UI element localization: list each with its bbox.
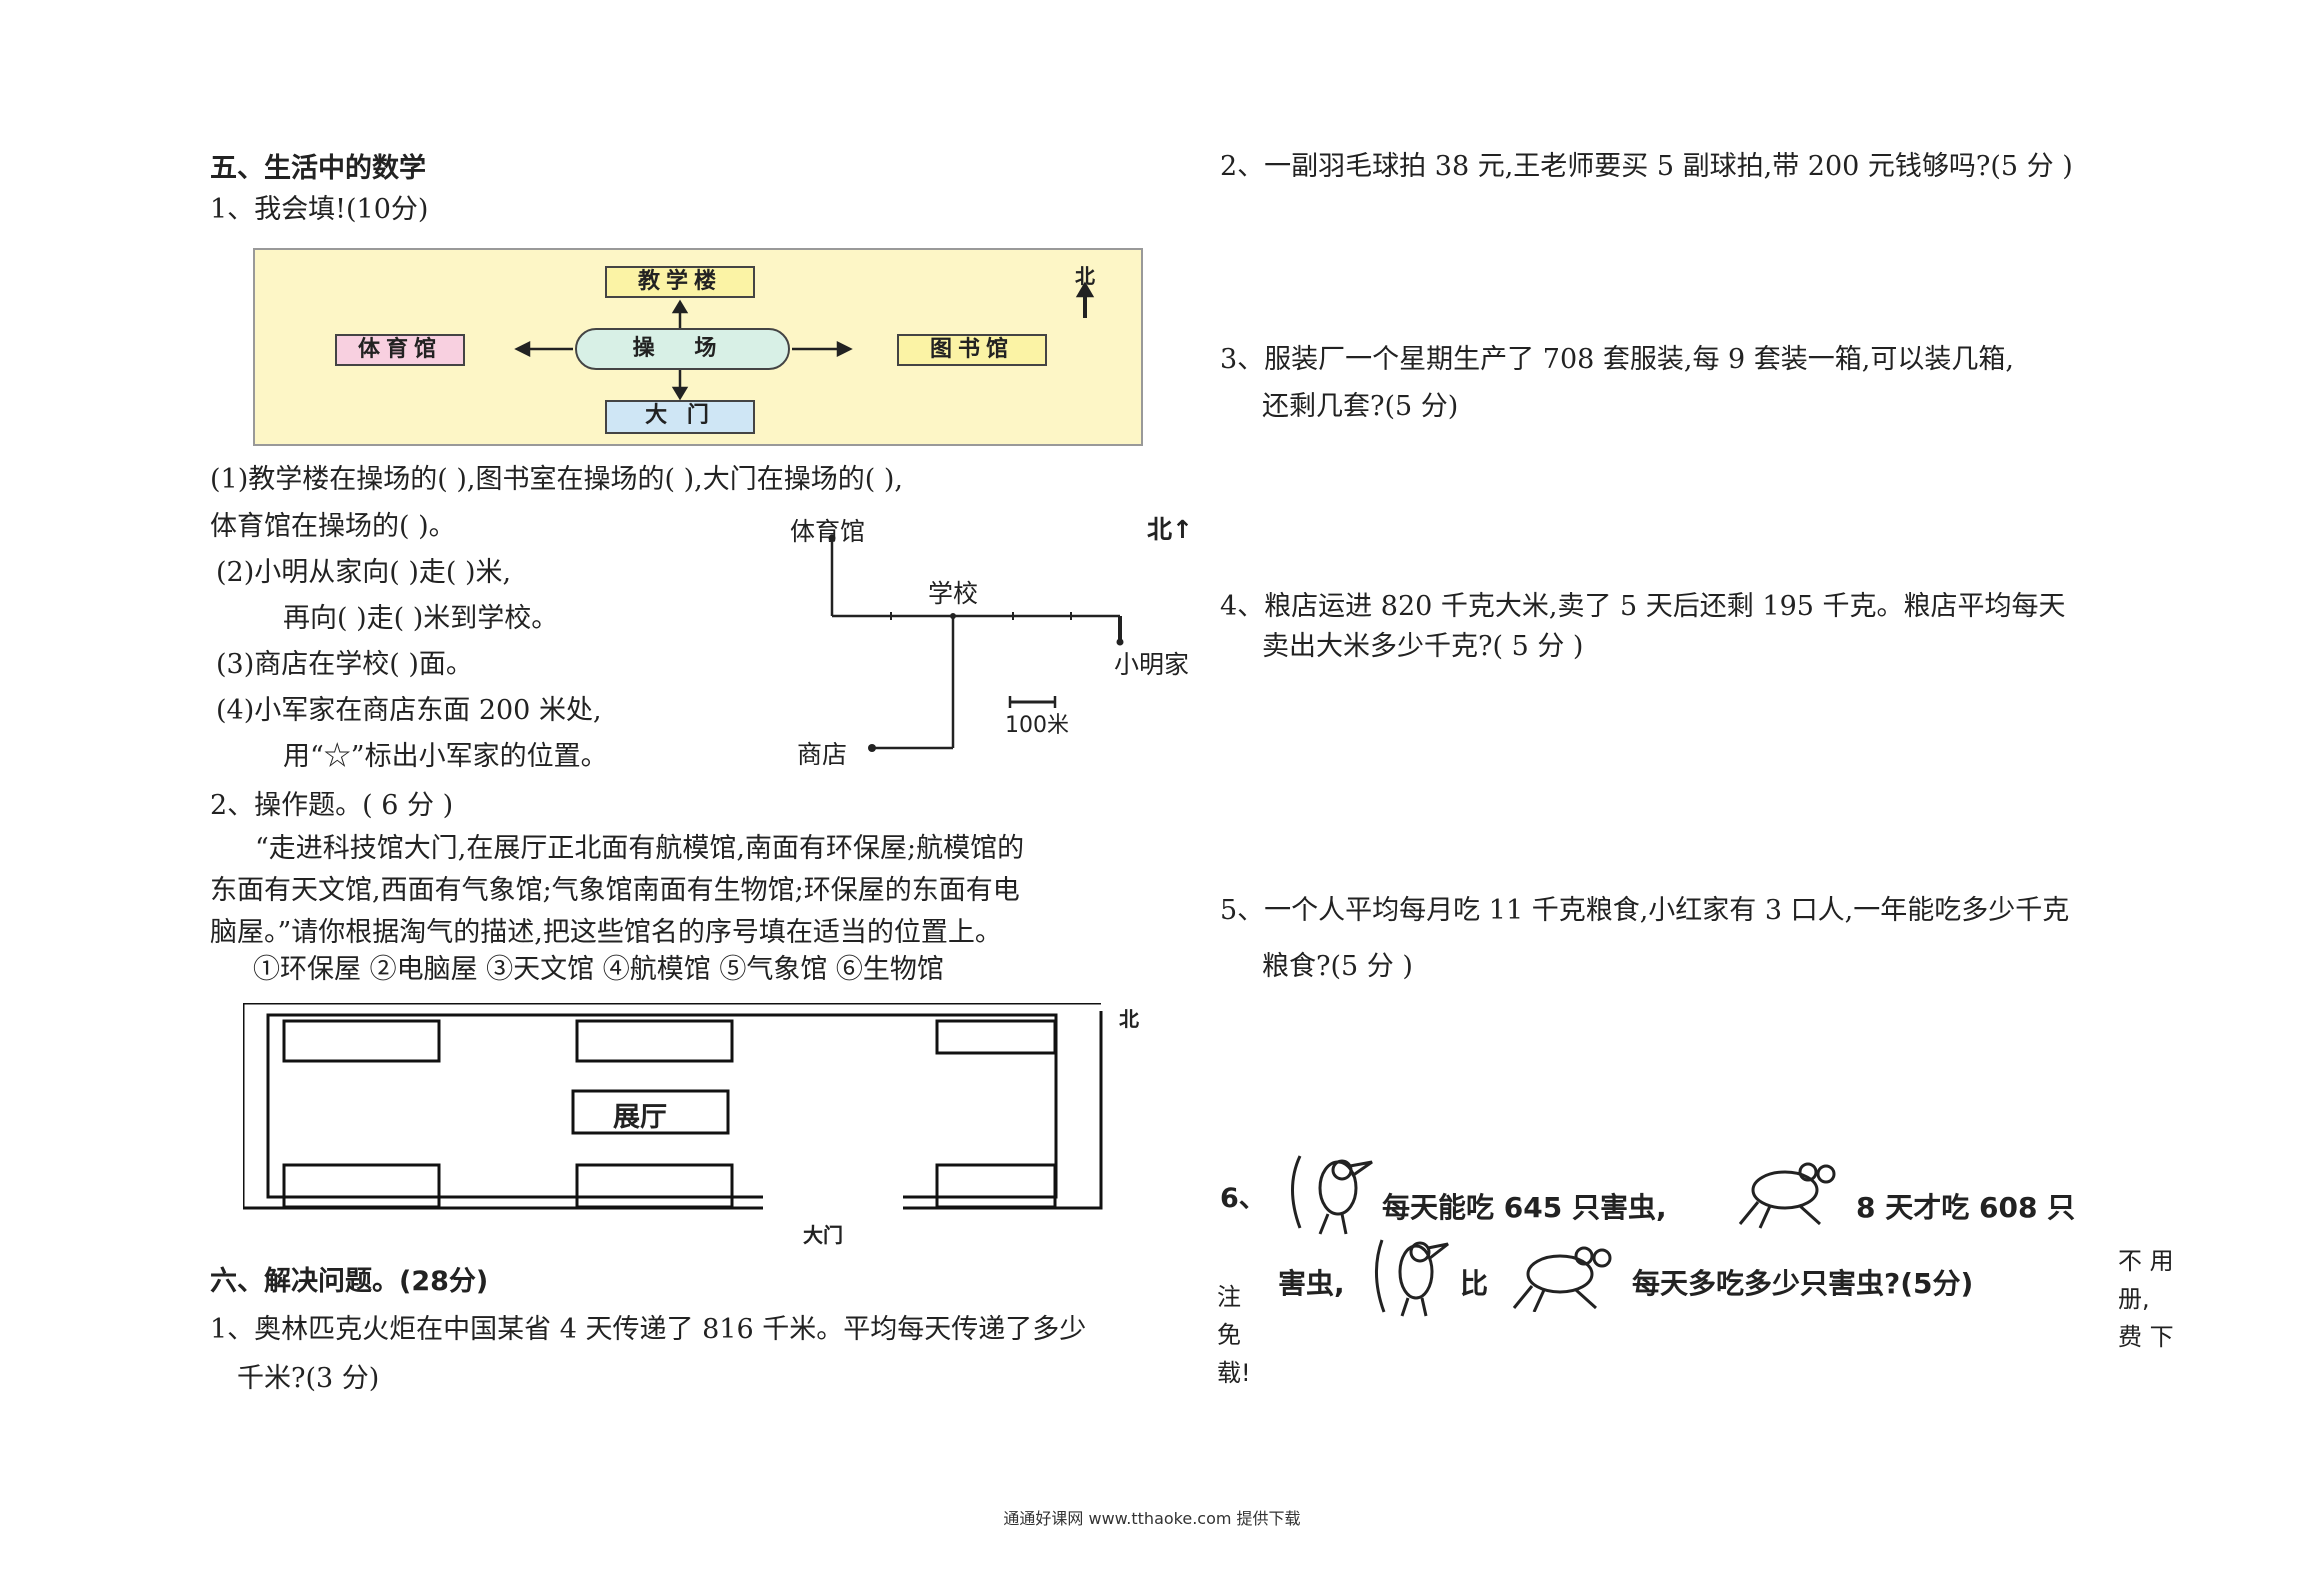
bird-icon (1291, 1155, 1373, 1235)
section6-title: 六、解决问题。(28分) (210, 1266, 489, 1297)
floor-plan-walls (243, 1003, 1103, 1210)
q4b: 卖出大米多少千克?( 5 分 ) (1262, 631, 1584, 662)
side-note-left: 注 免 载! (1217, 1278, 1257, 1392)
section5-title: 五、生活中的数学 (210, 153, 426, 184)
q1-1b: 体育馆在操场的( )。 (210, 511, 456, 542)
s6-q1a: 1、奥林匹克火炬在中国某省 4 天传递了 816 千米。平均每天传递了多少 (210, 1314, 1087, 1345)
gate-box: 大 门 (605, 400, 755, 434)
q6-line1a: 每天能吃 645 只害虫, (1382, 1191, 1667, 1224)
q3a: 3、服装厂一个星期生产了 708 套服装,每 9 套装一箱,可以装几箱, (1220, 344, 2014, 375)
footer: 通通好课网 www.tthaoke.com 提供下载 (1003, 1509, 1301, 1528)
gym-box: 体育馆 (335, 334, 465, 366)
q1-4b: 用“☆”标出小军家的位置。 (283, 741, 608, 772)
side-left-1: 注 (1217, 1283, 1241, 1311)
plan-north-label: 北 (1119, 1007, 1139, 1031)
q4a: 4、粮店运进 820 千克大米,卖了 5 天后还剩 195 千克。粮店平均每天 (1220, 591, 2066, 622)
q6-line2c: 每天多吃多少只害虫?(5分) (1632, 1267, 1974, 1300)
side-left-2: 免 (1217, 1321, 1241, 1349)
q2-p2: 东面有天文馆,西面有气象馆;气象馆南面有生物馆;环保屋的东面有电 (210, 875, 1020, 906)
q6-line2b: 比 (1460, 1267, 1489, 1300)
q2-p1: “走进科技馆大门,在展厅正北面有航模馆,南面有环保屋;航模馆的 (255, 833, 1025, 864)
route-map (828, 534, 1124, 752)
side-note-right: 不 用 册, 费 下 (2118, 1242, 2174, 1356)
side-right-1: 不 用 (2118, 1247, 2174, 1275)
frog-icon-2 (1512, 1246, 1612, 1312)
q3b: 还剩几套?(5 分) (1262, 391, 1459, 422)
frog-icon (1738, 1162, 1836, 1229)
map2-shop: 商店 (797, 740, 848, 769)
q1-2b: 再向( )走( )米到学校。 (283, 603, 559, 634)
q2-right: 2、一副羽毛球拍 38 元,王老师要买 5 副球拍,带 200 元钱够吗?(5 … (1220, 151, 2073, 182)
hall-label: 展厅 (613, 1102, 667, 1133)
q5b: 粮食?(5 分 ) (1262, 951, 1413, 982)
q2-p3: 脑屋。”请你根据淘气的描述,把这些馆名的序号填在适当的位置上。 (210, 917, 1002, 948)
map2-north: 北↑ (1147, 515, 1193, 544)
floor-plan: 展厅 大门 北 (243, 1003, 1139, 1247)
map2-school: 学校 (928, 579, 979, 608)
q1-4a: (4)小军家在商店东面 200 米处, (216, 695, 602, 726)
q1-title: 1、我会填!(10分) (210, 194, 429, 225)
q2-options: ①环保屋 ②电脑屋 ③天文馆 ④航模馆 ⑤气象馆 ⑥生物馆 (253, 954, 944, 985)
gate-label: 大门 (803, 1223, 843, 1247)
direction-map: 教学楼 操 场 体育馆 图书馆 大 门 北 (253, 248, 1143, 446)
teaching-building-box: 教学楼 (605, 266, 755, 298)
s6-q1b: 千米?(3 分) (237, 1363, 380, 1394)
q6-line2a: 害虫, (1278, 1267, 1345, 1300)
q1-1a: (1)教学楼在操场的( ),图书室在操场的( ),大门在操场的( ), (210, 464, 903, 495)
q5a: 5、一个人平均每月吃 11 千克粮食,小红家有 3 口人,一年能吃多少千克 (1220, 895, 2070, 926)
map2-home: 小明家 (1114, 650, 1190, 679)
map2-gym: 体育馆 (790, 517, 866, 546)
q1-2a: (2)小明从家向( )走( )米, (216, 557, 512, 588)
q6-line1b: 8 天才吃 608 只 (1856, 1191, 2076, 1224)
q2-title: 2、操作题。( 6 分 ) (210, 790, 454, 821)
playground-ellipse: 操 场 (575, 328, 790, 370)
map2-scale: 100米 (1005, 713, 1069, 738)
side-right-3: 费 下 (2118, 1323, 2174, 1351)
q1-3: (3)商店在学校( )面。 (216, 649, 473, 680)
north-label: 北 (1075, 264, 1095, 288)
q6-number: 6、 (1220, 1183, 1266, 1214)
side-right-2: 册, (2118, 1285, 2150, 1313)
library-box: 图书馆 (897, 334, 1047, 366)
bird-icon-2 (1374, 1239, 1449, 1317)
map1-arrows (514, 281, 1095, 401)
side-left-3: 载! (1217, 1359, 1251, 1387)
